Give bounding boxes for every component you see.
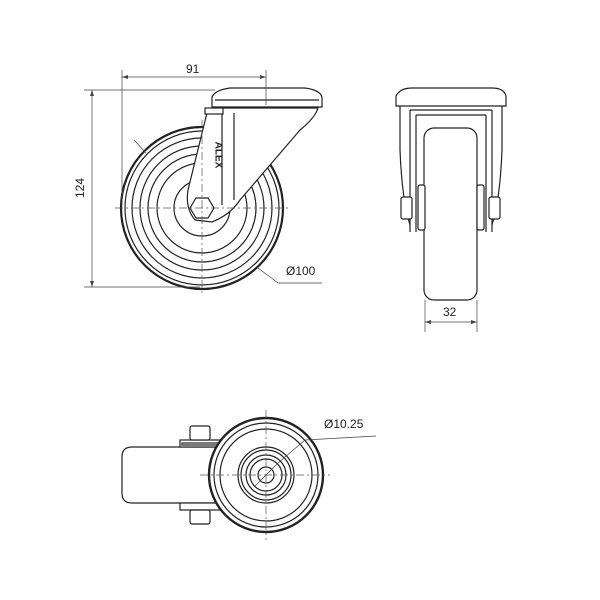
fork-bottom xyxy=(121,446,216,504)
hub-left xyxy=(417,184,426,231)
mounting-plate-side xyxy=(211,87,323,108)
width-dimension-label: 91 xyxy=(186,62,200,76)
tire-leader xyxy=(133,139,147,154)
dim-10-leader xyxy=(277,435,377,464)
bore-dimension-line xyxy=(253,462,279,488)
wheel-width-label: 32 xyxy=(443,305,457,319)
fork-inner-edge xyxy=(221,113,235,205)
hub-right xyxy=(476,184,485,231)
bottom-view xyxy=(121,410,377,540)
nut-left xyxy=(400,196,413,220)
dim-91 xyxy=(121,70,267,205)
dim-100-leader xyxy=(257,267,322,284)
dim-32 xyxy=(424,300,478,332)
fork-legs-front xyxy=(409,109,493,232)
mounting-plate-front xyxy=(395,87,507,107)
wheel-front xyxy=(423,127,478,301)
front-view xyxy=(395,87,507,332)
logo-text: ALEX xyxy=(212,141,224,169)
side-view xyxy=(84,70,323,295)
dim-124 xyxy=(84,89,215,288)
bolt-bottom xyxy=(189,509,211,525)
nut-right xyxy=(488,196,501,220)
swivel-collar xyxy=(204,107,224,115)
bolt-top xyxy=(189,425,211,441)
fork-side xyxy=(186,107,319,223)
bore-diameter-label: Ø10.25 xyxy=(324,417,364,431)
height-dimension-label: 124 xyxy=(73,177,88,199)
wheel-diameter-label: Ø100 xyxy=(286,264,316,278)
dim-arrow xyxy=(425,320,477,324)
